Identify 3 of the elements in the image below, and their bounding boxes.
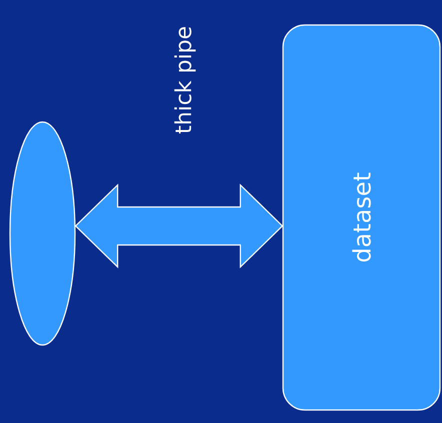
ellipse (9, 121, 76, 346)
edge-label: thick pipe (174, 27, 196, 134)
dataset-box: dataset (282, 24, 441, 411)
